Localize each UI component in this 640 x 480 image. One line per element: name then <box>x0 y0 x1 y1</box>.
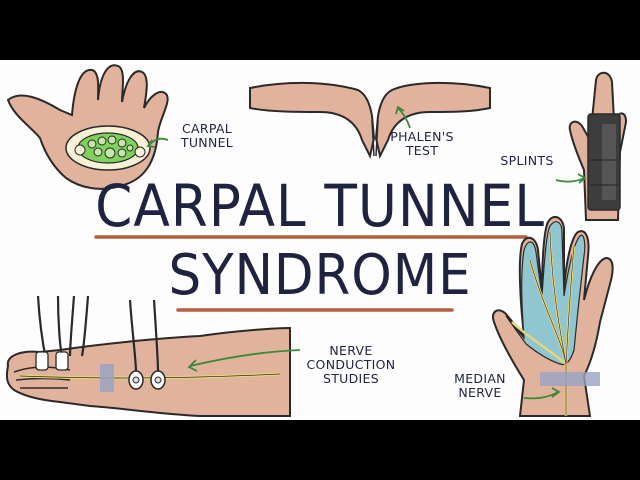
label-phalens-line2: TEST <box>405 143 439 158</box>
hand-cross-section-illustration <box>6 64 169 190</box>
splint-illustration <box>555 71 628 221</box>
label-carpal-tunnel: CARPAL TUNNEL <box>168 122 246 150</box>
label-nerve-line2: CONDUCTION <box>306 357 396 372</box>
label-nerve-conduction-studies: NERVE CONDUCTION STUDIES <box>298 344 404 386</box>
label-splints-text: SPLINTS <box>500 153 554 168</box>
title-line-1: CARPAL TUNNEL <box>95 172 545 240</box>
label-carpal-tunnel-line2: TUNNEL <box>180 135 234 150</box>
label-nerve-line3: STUDIES <box>323 371 379 386</box>
median-nerve-illustration <box>492 215 614 417</box>
label-nerve-line1: NERVE <box>329 343 373 358</box>
label-median-line2: NERVE <box>458 385 502 400</box>
label-phalens-test: PHALEN'S TEST <box>386 130 458 158</box>
illustrations <box>5 64 628 417</box>
title-line-2: SYNDROME <box>168 243 472 308</box>
phalens-test-illustration <box>249 81 491 159</box>
label-median-nerve: MEDIAN NERVE <box>440 372 520 400</box>
label-phalens-line1: PHALEN'S <box>390 129 454 144</box>
label-median-line1: MEDIAN <box>454 371 506 386</box>
illustration-canvas: CARPAL TUNNEL PHALEN'S TEST SPLINTS NERV… <box>0 60 640 420</box>
label-carpal-tunnel-line1: CARPAL <box>181 121 233 136</box>
label-splints: SPLINTS <box>494 154 560 168</box>
nerve-conduction-illustration <box>5 295 301 417</box>
